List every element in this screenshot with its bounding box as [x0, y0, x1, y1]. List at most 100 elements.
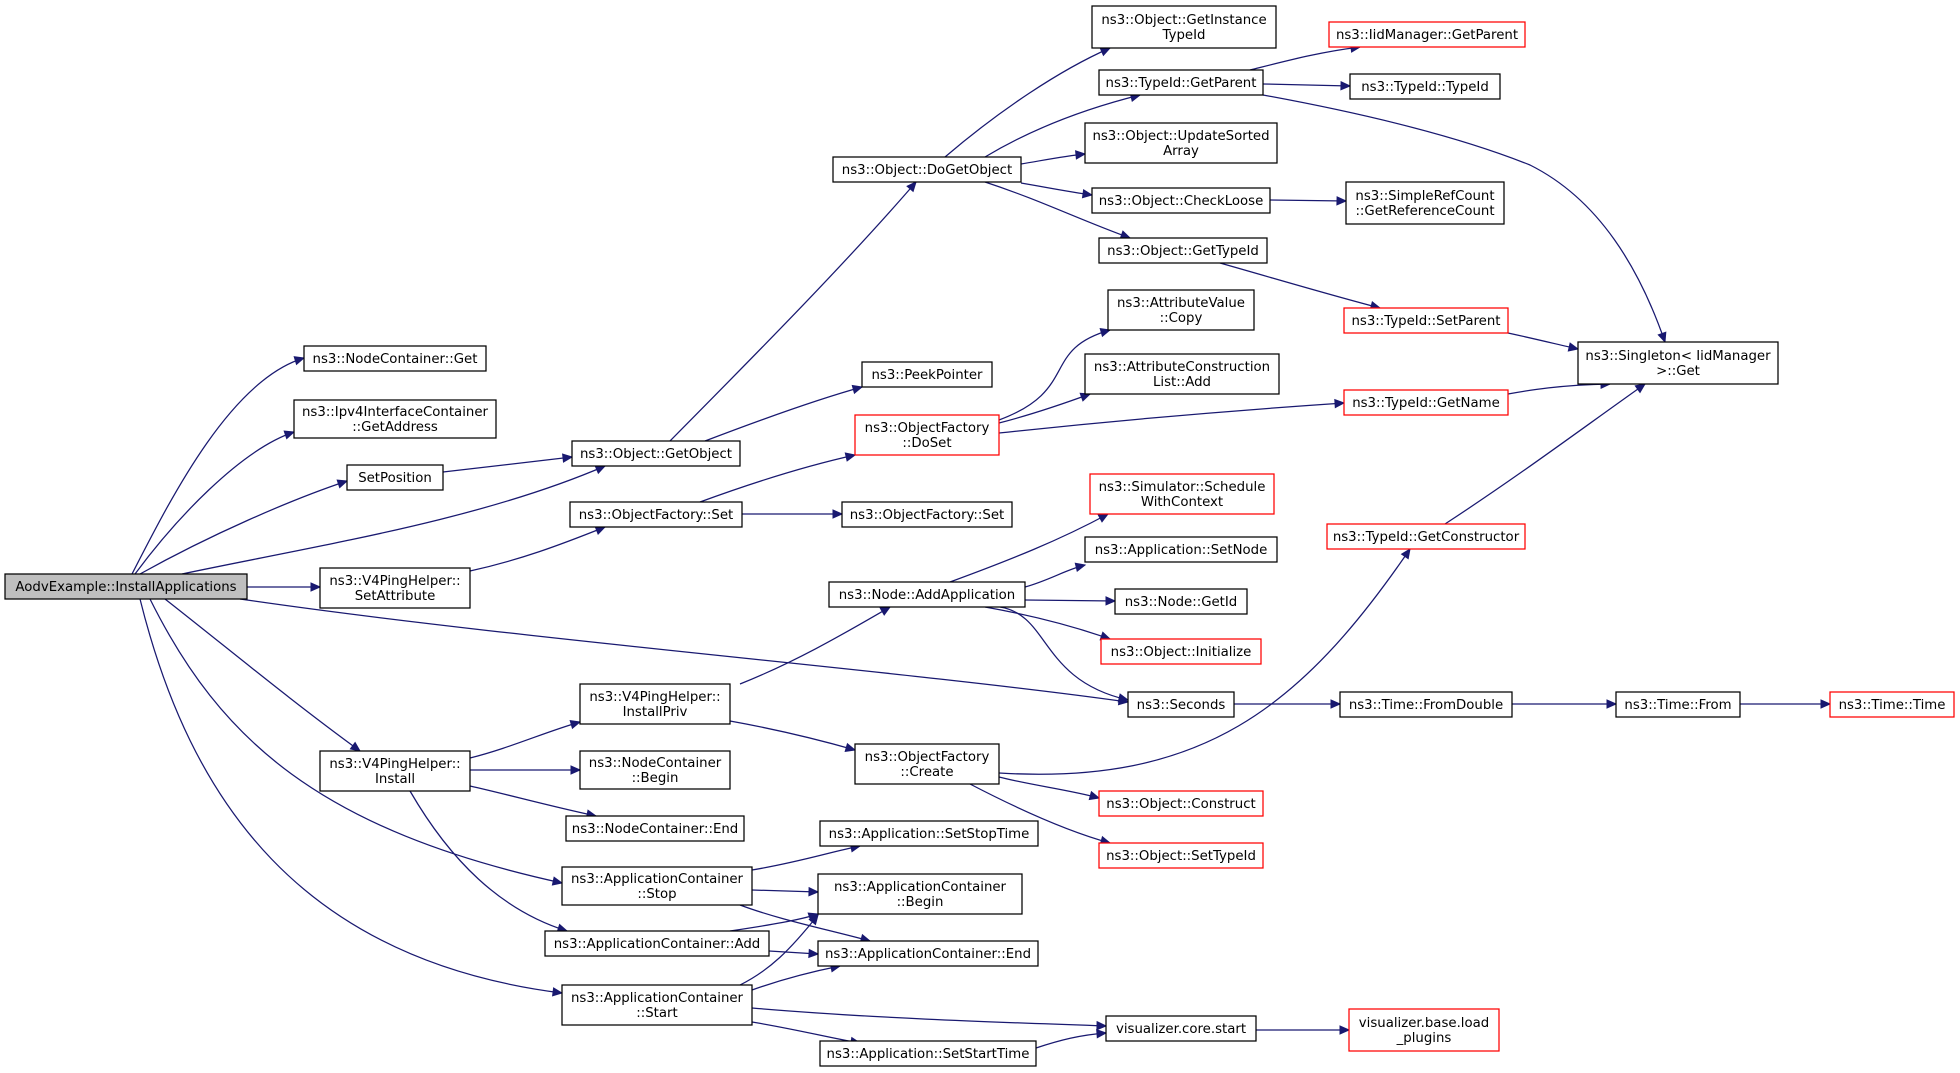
node-label: ns3::ObjectFactory::Set: [850, 508, 1004, 523]
edge-arrowhead: [283, 430, 296, 440]
edge-arrowhead: [1330, 699, 1342, 709]
edge-arrowhead: [1081, 188, 1094, 199]
node-of-set2[interactable]: ns3::ObjectFactory::Set: [841, 501, 1013, 528]
node-label: ::GetAddress: [352, 420, 438, 435]
node-time-time[interactable]: ns3::Time::Time: [1829, 691, 1955, 718]
node-box: [571, 440, 741, 467]
node-box: [1098, 842, 1264, 869]
edge-arrowhead: [569, 719, 582, 730]
node-setposition[interactable]: SetPosition: [346, 464, 444, 491]
node-ac-stop[interactable]: ns3::ApplicationContainer::Stop: [561, 866, 753, 906]
edge-line: [998, 393, 1091, 424]
node-app-setstoptime[interactable]: ns3::Application::SetStopTime: [819, 820, 1039, 847]
node-app-setstarttime[interactable]: ns3::Application::SetStartTime: [819, 1040, 1037, 1067]
node-label: ns3::Node::GetId: [1125, 595, 1238, 610]
node-peekpointer[interactable]: ns3::PeekPointer: [861, 361, 993, 388]
node-box: [1829, 691, 1955, 718]
edge-arrowhead: [551, 876, 564, 886]
node-of-doset[interactable]: ns3::ObjectFactory::DoSet: [854, 414, 1000, 456]
edge-ac_start-to-viz_core_start: [751, 1007, 1108, 1031]
edge-v4_installpriv-to-node_addapp: [739, 606, 892, 685]
node-seconds[interactable]: ns3::Seconds: [1127, 691, 1235, 718]
node-box: [565, 815, 745, 842]
node-box: [1100, 638, 1262, 665]
node-box: [1089, 473, 1275, 515]
node-typeid-getparent[interactable]: ns3::TypeId::GetParent: [1098, 69, 1264, 96]
node-node-addapp[interactable]: ns3::Node::AddApplication: [828, 581, 1026, 608]
edge-line: [998, 402, 1345, 434]
node-simplerefcount[interactable]: ns3::SimpleRefCount::GetReferenceCount: [1345, 181, 1505, 225]
node-obj-checkloose[interactable]: ns3::Object::CheckLoose: [1091, 187, 1271, 214]
node-viz-base-load[interactable]: visualizer.base.load_plugins: [1348, 1008, 1500, 1052]
node-iid-getparent[interactable]: ns3::IidManager::GetParent: [1328, 21, 1526, 48]
edge-viz_core_start-to-viz_base_load: [1256, 1025, 1351, 1035]
node-label: ns3::IidManager::GetParent: [1336, 28, 1518, 43]
node-box: [561, 866, 753, 906]
edge-arrowhead: [349, 741, 361, 752]
edge-line: [239, 598, 1129, 703]
node-of-set1[interactable]: ns3::ObjectFactory::Set: [569, 501, 743, 528]
node-box: [569, 501, 743, 528]
edge-line: [181, 465, 606, 575]
node-label: ns3::TypeId::GetParent: [1106, 76, 1257, 91]
edge-root-to-v4_setattr: [247, 582, 322, 592]
node-box: [293, 399, 497, 439]
edge-typeid_setparent-to-singleton_get: [1507, 332, 1580, 352]
node-obj-initialize[interactable]: ns3::Object::Initialize: [1100, 638, 1262, 665]
node-nc-get[interactable]: ns3::NodeContainer::Get: [303, 345, 487, 372]
edge-obj_checkloose-to-simplerefcount: [1269, 196, 1348, 206]
node-singleton-get[interactable]: ns3::Singleton< IidManager >::Get: [1577, 341, 1779, 385]
edge-arrowhead: [1634, 383, 1646, 394]
node-ac-end[interactable]: ns3::ApplicationContainer::End: [817, 940, 1039, 967]
node-nc-end[interactable]: ns3::NodeContainer::End: [565, 815, 745, 842]
edge-v4_install-to-ac_add: [409, 790, 569, 933]
node-v4-setattr[interactable]: ns3::V4PingHelper::SetAttribute: [319, 567, 471, 609]
edge-line: [998, 548, 1411, 775]
node-label: ns3::ApplicationContainer: [571, 991, 744, 1006]
node-root[interactable]: AodvExample::InstallApplications: [4, 573, 248, 600]
node-node-getid[interactable]: ns3::Node::GetId: [1114, 588, 1248, 615]
node-box: [544, 930, 770, 957]
node-box: [1127, 691, 1235, 718]
node-typeid-getconstructor[interactable]: ns3::TypeId::GetConstructor: [1326, 523, 1526, 550]
edge-arrowhead: [879, 606, 892, 616]
edge-line: [944, 47, 1111, 158]
node-v4-installpriv[interactable]: ns3::V4PingHelper::InstallPriv: [579, 683, 731, 725]
edge-arrowhead: [1567, 342, 1580, 352]
node-ipv4-getaddr[interactable]: ns3::Ipv4InterfaceContainer::GetAddress: [293, 399, 497, 439]
edge-arrowhead: [808, 914, 819, 926]
node-obj-dogetobject[interactable]: ns3::Object::DoGetObject: [832, 156, 1022, 183]
node-ac-add[interactable]: ns3::ApplicationContainer::Add: [544, 930, 770, 957]
edge-line: [1024, 599, 1116, 602]
node-typeid-typeid[interactable]: ns3::TypeId::TypeId: [1349, 73, 1501, 100]
edge-line: [984, 94, 1141, 158]
node-obj-construct[interactable]: ns3::Object::Construct: [1098, 790, 1264, 817]
node-obj-gettypeid[interactable]: ns3::Object::GetTypeId: [1098, 237, 1268, 264]
edge-arrowhead: [310, 582, 322, 592]
node-obj-settypeid[interactable]: ns3::Object::SetTypeId: [1098, 842, 1264, 869]
edge-line: [699, 454, 856, 503]
node-box: [1343, 389, 1509, 416]
node-viz-core-start[interactable]: visualizer.core.start: [1105, 1015, 1257, 1042]
node-ac-start[interactable]: ns3::ApplicationContainer::Start: [561, 984, 753, 1026]
node-ac-begin[interactable]: ns3::ApplicationContainer::Begin: [817, 873, 1023, 915]
node-label: ::Create: [900, 765, 953, 780]
node-nc-begin[interactable]: ns3::NodeContainer::Begin: [579, 750, 731, 790]
node-attrval-copy[interactable]: ns3::AttributeValue::Copy: [1107, 289, 1255, 331]
node-app-setnode[interactable]: ns3::Application::SetNode: [1084, 536, 1278, 563]
node-time-fromdouble[interactable]: ns3::Time::FromDouble: [1339, 691, 1513, 718]
node-typeid-getname[interactable]: ns3::TypeId::GetName: [1343, 389, 1509, 416]
edge-line: [751, 1007, 1107, 1027]
node-box: [1343, 307, 1509, 334]
node-time-from[interactable]: ns3::Time::From: [1615, 691, 1741, 718]
node-of-create[interactable]: ns3::ObjectFactory::Create: [854, 743, 1000, 785]
node-obj-getobject[interactable]: ns3::Object::GetObject: [571, 440, 741, 467]
node-v4-install[interactable]: ns3::V4PingHelper::Install: [319, 750, 471, 792]
node-typeid-setparent[interactable]: ns3::TypeId::SetParent: [1343, 307, 1509, 334]
edge-line: [751, 889, 819, 893]
node-label: ns3::Object::Initialize: [1111, 645, 1252, 660]
